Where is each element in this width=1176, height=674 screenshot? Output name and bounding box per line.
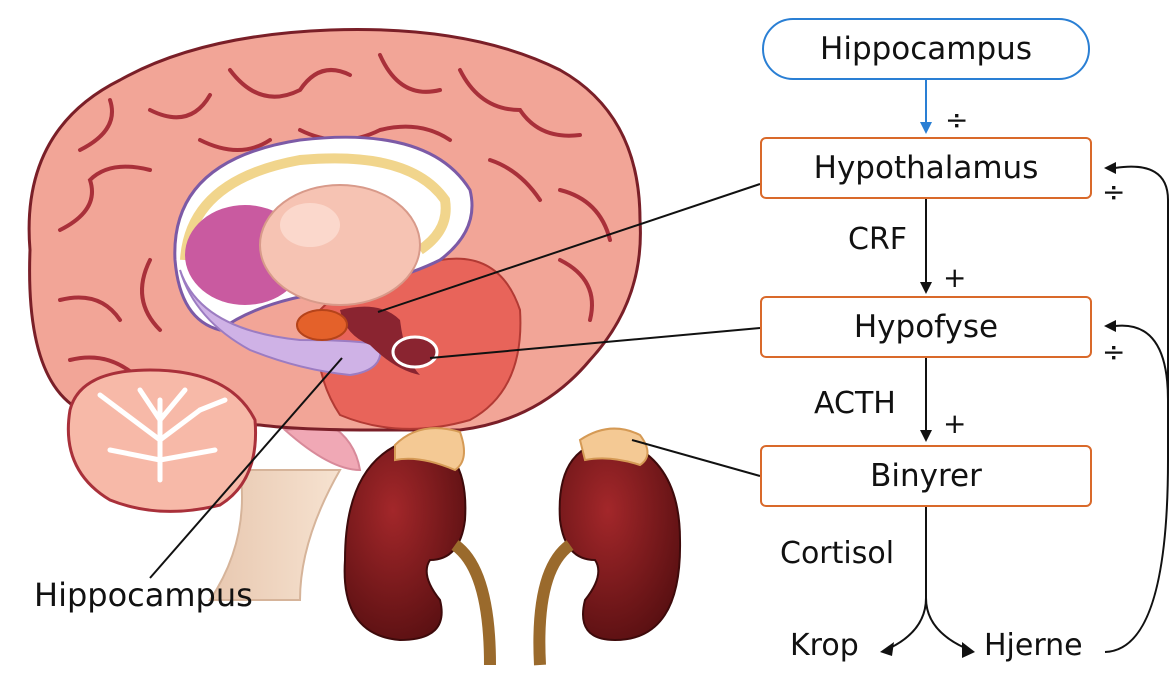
hippocampus-anatomy-label: Hippocampus	[34, 576, 253, 614]
inhibit-sign-hippocampus: ÷	[945, 103, 969, 136]
gyri-folds	[58, 53, 612, 382]
binyrer-box: Binyrer	[760, 445, 1092, 507]
acth-label: ACTH	[814, 386, 896, 421]
inhibit-sign-hypothalamus: ÷	[1102, 175, 1126, 208]
kidney-right	[558, 438, 682, 642]
fornix	[180, 153, 451, 261]
adrenal-right	[578, 427, 649, 467]
hjerne-label: Hjerne	[984, 628, 1083, 663]
hippocampus-box: Hippocampus	[762, 18, 1090, 80]
hypofyse-box: Hypofyse	[760, 296, 1092, 358]
hypothalamus-box: Hypothalamus	[760, 137, 1092, 199]
inhibit-sign-hypofyse: ÷	[1102, 335, 1126, 368]
crf-label: CRF	[848, 222, 908, 257]
leader-hypofyse	[429, 327, 761, 359]
cerebellum-tree	[97, 387, 228, 483]
kidney-left	[343, 438, 467, 642]
leader-hypothalamus	[377, 183, 761, 313]
pituitary	[391, 335, 439, 369]
ureter-right	[533, 540, 574, 666]
leader-binyrer	[631, 439, 761, 477]
cortisol-label: Cortisol	[780, 536, 895, 571]
adrenal-left	[394, 427, 465, 472]
thalamus	[259, 184, 421, 306]
arrow-heads	[880, 122, 1116, 658]
pons	[282, 423, 362, 472]
flow-arrows	[889, 80, 1169, 653]
hippocampus-shape	[179, 269, 382, 377]
ureter-left	[451, 540, 496, 666]
leader-hippocampus	[149, 357, 343, 579]
krop-label: Krop	[790, 628, 859, 663]
stimulate-sign-acth: +	[943, 407, 967, 440]
brainstem	[208, 469, 342, 601]
stimulate-sign-crf: +	[943, 261, 967, 294]
pineal-gland	[296, 309, 348, 341]
